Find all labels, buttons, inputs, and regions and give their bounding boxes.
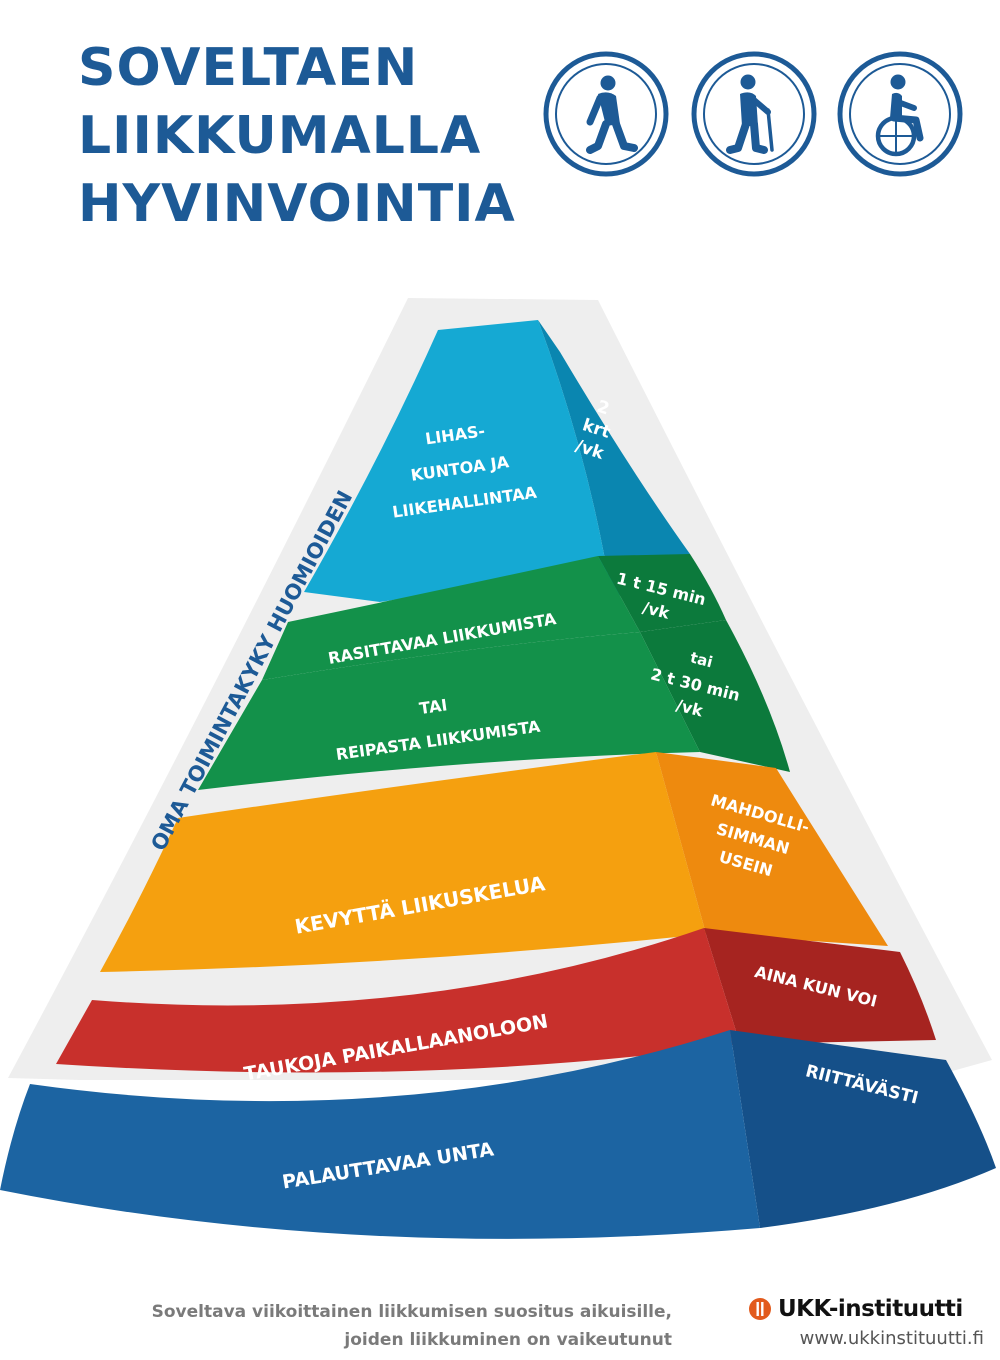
footer-description-line: Soveltava viikoittainen liikkumisen suos… <box>151 1302 672 1322</box>
title-line: SOVELTAEN <box>78 38 419 98</box>
layer-muscle-frequency: 2 <box>594 397 611 420</box>
layer-sleep <box>0 1030 996 1239</box>
layer-breaks <box>56 928 936 1073</box>
ukk-logo-icon <box>749 1298 771 1320</box>
title-line: LIIKKUMALLA <box>78 106 482 166</box>
layer-muscle <box>304 320 690 602</box>
layer-brisk <box>198 620 790 790</box>
title-line: HYVINVOINTIA <box>78 174 516 234</box>
wheelchair-user-icon <box>837 51 963 177</box>
walking-person-icon <box>543 51 669 177</box>
activity-pyramid: OMA TOIMINTAKYKY HUOMIOIDEN LIHAS- KUNTO… <box>0 298 996 1239</box>
person-with-cane-icon <box>691 51 817 177</box>
layer-brisk-label: TAI <box>418 695 448 718</box>
brand-block: UKK-instituutti www.ukkinstituutti.fi <box>748 1294 984 1358</box>
layer-light <box>100 752 888 972</box>
brand-url[interactable]: www.ukkinstituutti.fi <box>799 1328 984 1349</box>
layer-brisk-duration: tai <box>688 648 714 671</box>
footer-description: Soveltava viikoittainen liikkumisen suos… <box>40 1298 672 1354</box>
page-title: SOVELTAEN LIIKKUMALLA HYVINVOINTIA <box>78 34 516 238</box>
layer-vigorous <box>262 554 726 680</box>
brand-name: UKK-instituutti <box>778 1296 963 1322</box>
footer-description-line: joiden liikkuminen on vaikeutunut <box>344 1330 672 1350</box>
